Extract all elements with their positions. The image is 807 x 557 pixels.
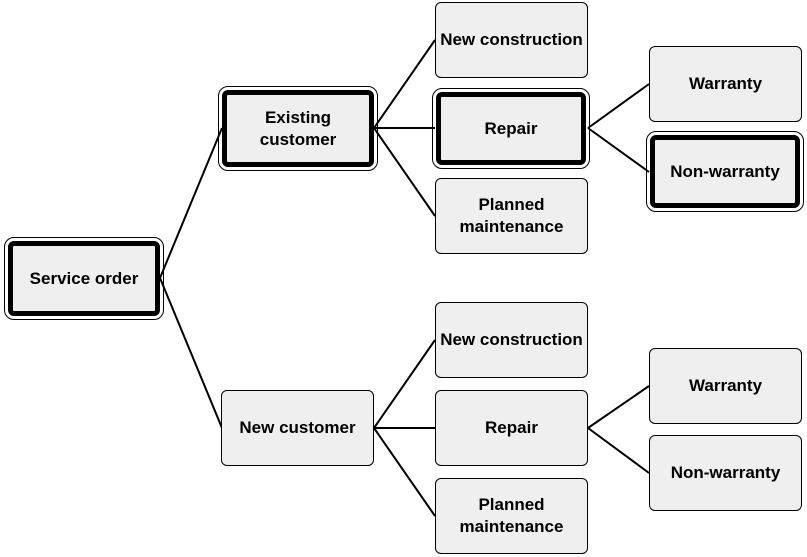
- new-repair-label: Repair: [485, 418, 538, 437]
- existing-new-construction-label: New construction: [440, 30, 583, 49]
- new-new-construction-label: New construction: [440, 330, 583, 349]
- existing-non-warranty-box: Non-warranty: [646, 131, 804, 212]
- new-non-warranty-label: Non-warranty: [670, 463, 781, 482]
- new-customer-box: New customer: [221, 390, 374, 466]
- edge-new-newconstruction: [373, 339, 436, 429]
- edge-ncrepair-warranty: [587, 385, 650, 429]
- existing-repair-box: Repair: [432, 88, 590, 169]
- new-warranty-box: Warranty: [649, 348, 802, 424]
- existing-customer-box: Existing customer: [218, 86, 378, 171]
- edge-exrepair-warranty: [587, 83, 650, 129]
- new-warranty-label: Warranty: [688, 376, 763, 395]
- edge-new-planned: [373, 427, 436, 517]
- edge-existing-planned: [373, 127, 436, 217]
- new-customer-label: New customer: [239, 418, 356, 437]
- new-planned-maintenance-box: Planned maintenance: [435, 478, 588, 554]
- existing-customer-label: Existing customer: [259, 107, 337, 149]
- service-order-label: Service order: [29, 268, 139, 288]
- new-new-construction-box: New construction: [435, 302, 588, 378]
- edge-service-order-new: [159, 277, 223, 429]
- new-planned-maintenance-label: Planned maintenance: [459, 495, 564, 536]
- new-repair-box: Repair: [435, 390, 588, 466]
- existing-planned-maintenance-label: Planned maintenance: [459, 195, 564, 236]
- edge-service-order-existing: [159, 127, 223, 279]
- edge-existing-newconstruction: [373, 39, 436, 129]
- existing-non-warranty-label: Non-warranty: [670, 161, 780, 181]
- new-non-warranty-box: Non-warranty: [649, 435, 802, 511]
- service-order-box: Service order: [4, 237, 164, 320]
- existing-warranty-label: Warranty: [688, 74, 763, 93]
- existing-planned-maintenance-box: Planned maintenance: [435, 178, 588, 254]
- existing-warranty-box: Warranty: [649, 46, 802, 122]
- edge-exrepair-nonwarranty: [587, 127, 650, 173]
- existing-repair-label: Repair: [484, 118, 538, 138]
- edge-ncrepair-nonwarranty: [587, 427, 650, 474]
- existing-new-construction-box: New construction: [435, 2, 588, 78]
